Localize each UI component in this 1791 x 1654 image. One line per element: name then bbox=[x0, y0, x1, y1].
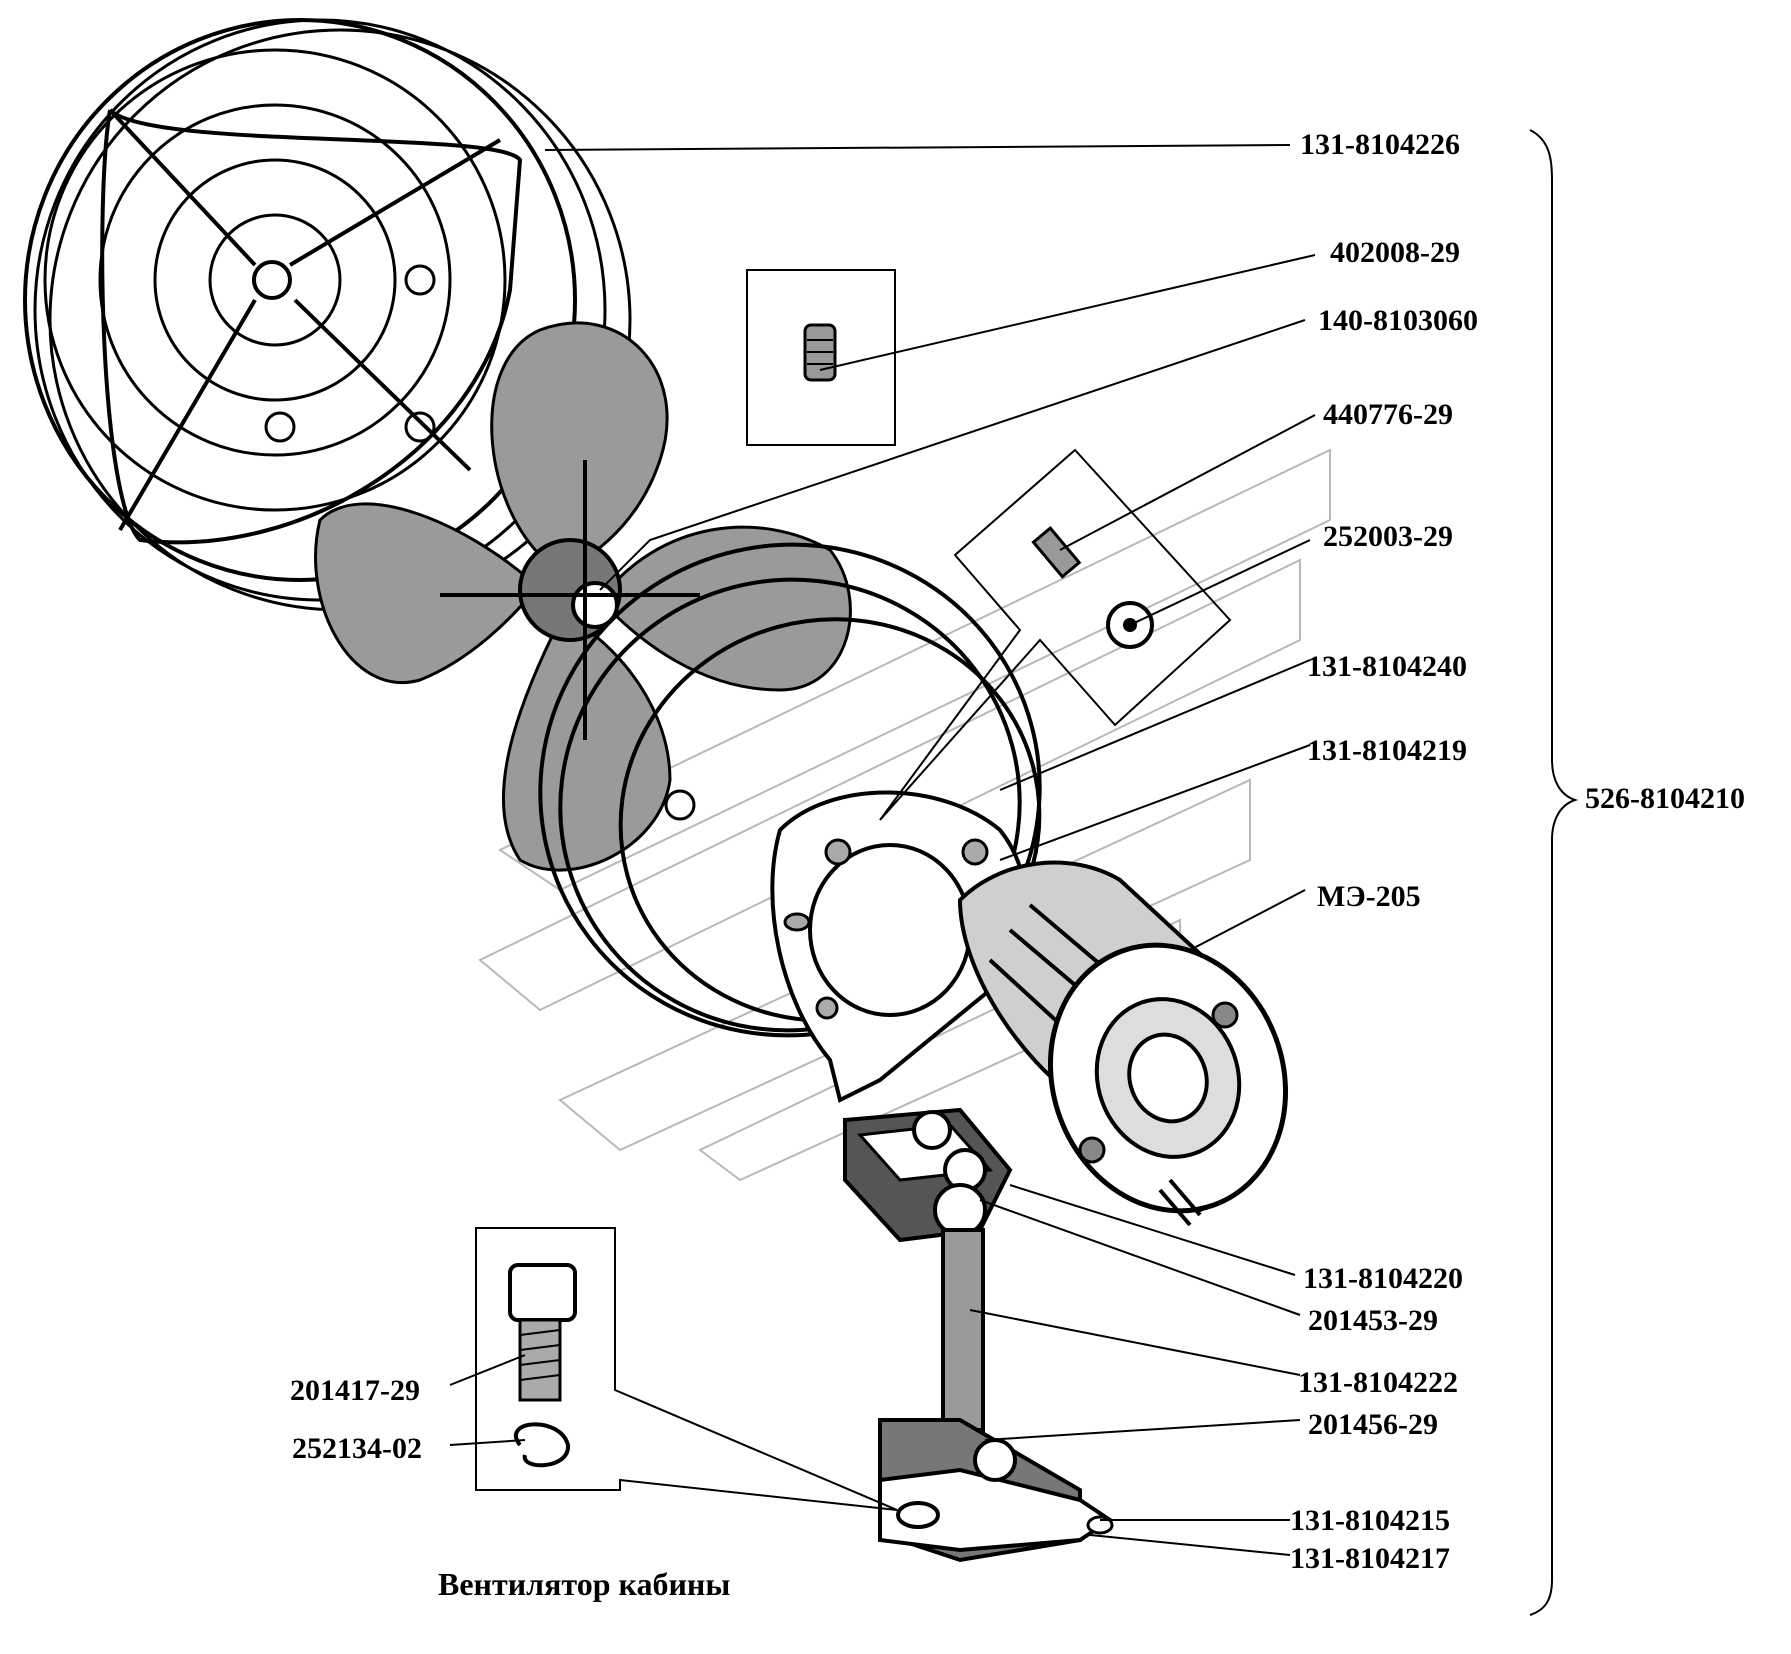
label-ring-outer: 131-8104240 bbox=[1307, 650, 1467, 683]
label-clamp-bolt: 201453-29 bbox=[1308, 1304, 1438, 1337]
label-motor-washer: 252003-29 bbox=[1323, 520, 1453, 553]
inset-set-screw bbox=[746, 269, 896, 446]
label-post: 131-8104222 bbox=[1298, 1366, 1458, 1399]
leader-lines bbox=[449, 144, 1316, 1556]
inset-motor-screw bbox=[879, 448, 1232, 821]
fan-grille bbox=[23, 18, 632, 612]
clamp-bracket bbox=[843, 1107, 1013, 1243]
impeller bbox=[314, 321, 852, 872]
label-base-plate: 131-8104217 bbox=[1290, 1542, 1450, 1575]
label-flange: 131-8104219 bbox=[1307, 734, 1467, 767]
electric-motor bbox=[957, 860, 1289, 1227]
label-motor-screw: 440776-29 bbox=[1323, 398, 1453, 431]
label-set-screw: 402008-29 bbox=[1330, 236, 1460, 269]
base-mount bbox=[878, 1418, 1114, 1563]
inset-mount-bolt bbox=[475, 1227, 898, 1511]
label-base-bolt: 201456-29 bbox=[1308, 1408, 1438, 1441]
label-clamp: 131-8104220 bbox=[1303, 1262, 1463, 1295]
label-assembly: 526-8104210 bbox=[1585, 782, 1745, 815]
label-impeller: 140-8103060 bbox=[1318, 304, 1478, 337]
label-grille: 131-8104226 bbox=[1300, 128, 1460, 161]
assembly-brace bbox=[1529, 129, 1579, 1616]
label-mount-washer: 252134-02 bbox=[292, 1432, 422, 1465]
label-base: 131-8104215 bbox=[1290, 1504, 1450, 1537]
diagram-caption: Вентилятор кабины bbox=[438, 1566, 730, 1602]
label-motor: МЭ-205 bbox=[1317, 880, 1421, 913]
label-mount-bolt: 201417-29 bbox=[290, 1374, 420, 1407]
support-post bbox=[941, 1228, 985, 1432]
